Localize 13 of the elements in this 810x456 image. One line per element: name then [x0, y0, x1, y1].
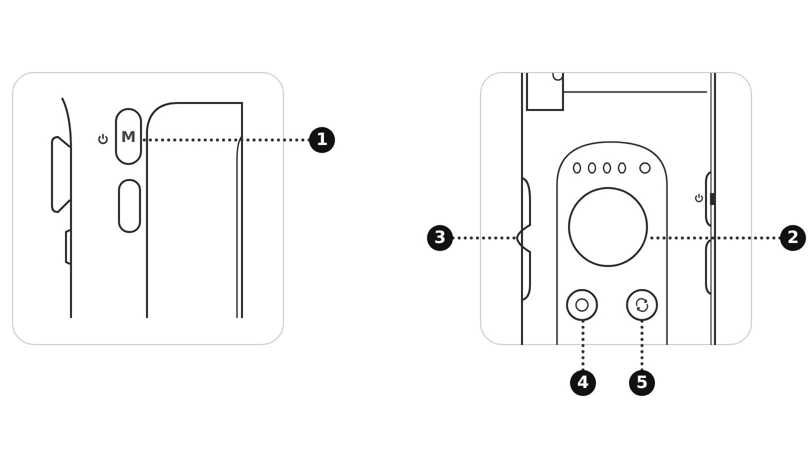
callout-number: 3 [427, 225, 453, 251]
shutter-button [566, 289, 598, 321]
callout-number: 2 [780, 225, 806, 251]
callout-number: 4 [570, 370, 596, 396]
callout-number: 1 [309, 127, 335, 153]
switch-button [626, 289, 658, 321]
leader-line [452, 236, 518, 240]
mode-button: M [115, 108, 142, 165]
leader-line [640, 320, 644, 372]
leader-line [140, 138, 310, 142]
callout-number: 5 [629, 370, 655, 396]
side-rocker [516, 178, 531, 300]
leader-line [582, 319, 584, 372]
